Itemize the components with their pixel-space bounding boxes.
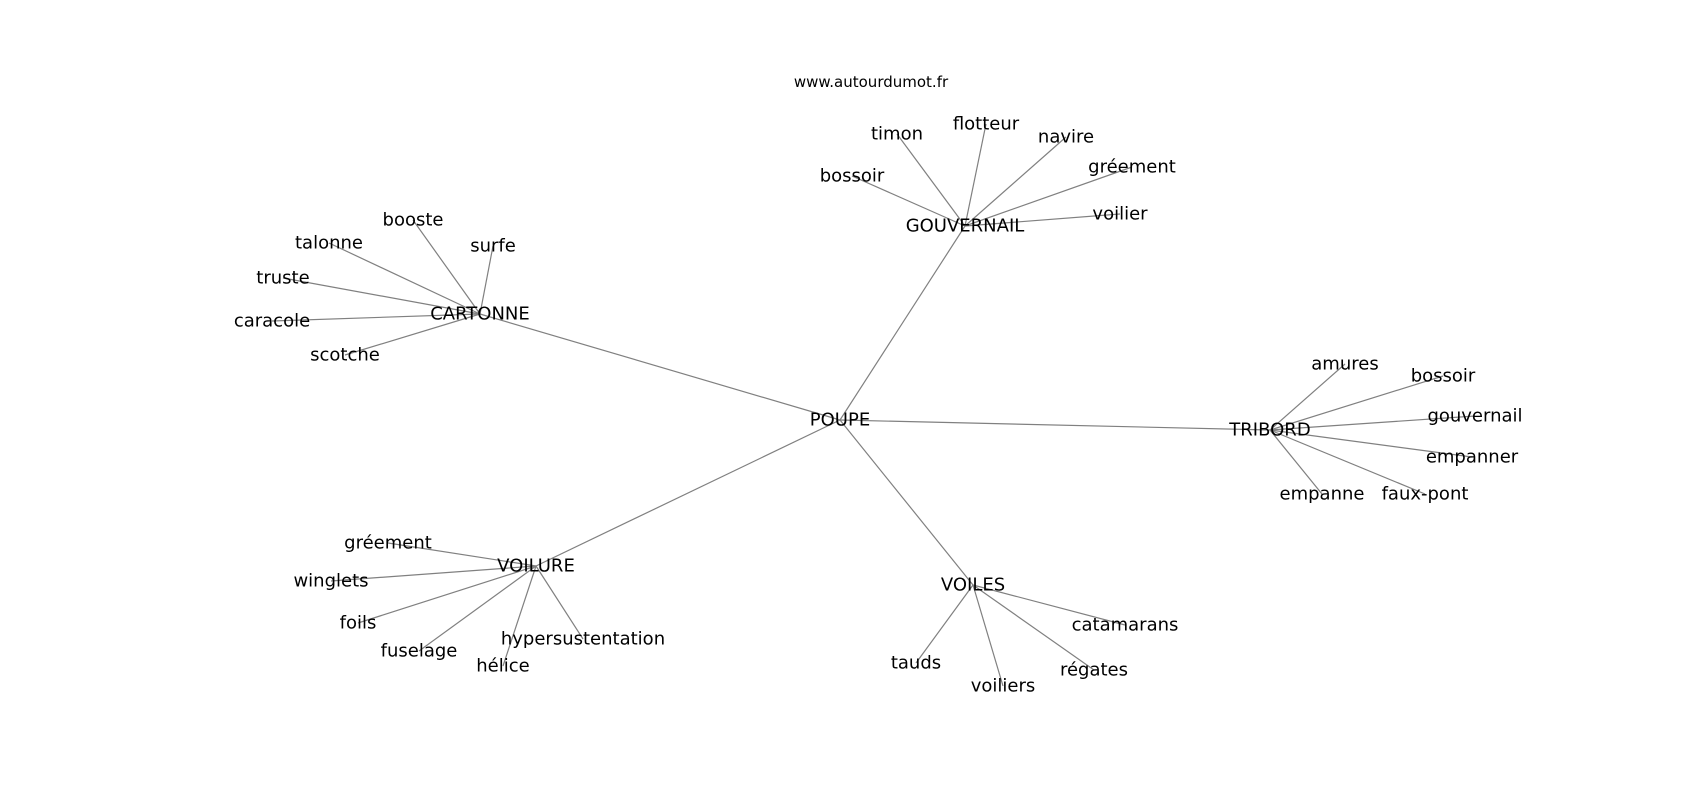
word-node: empanner [1426, 447, 1519, 468]
site-url: www.autourdumot.fr [794, 73, 949, 91]
edge-root-to-group [839, 419, 1271, 431]
graph-labels: www.autourdumot.fr POUPE CARTONNE booste su… [234, 73, 1523, 697]
edge-group-to-word [387, 542, 537, 567]
edge-group-to-word [972, 584, 1095, 671]
edge-group-to-word [271, 313, 481, 322]
edge-group-to-word [412, 219, 481, 315]
word-node: gréement [344, 533, 432, 554]
edge-group-to-word [1269, 429, 1473, 458]
word-node: navire [1038, 127, 1094, 148]
word-node: régates [1060, 660, 1128, 681]
word-node: foils [340, 613, 377, 634]
word-node: fuselage [381, 641, 458, 662]
edge-root-to-group [839, 419, 974, 586]
word-node: tauds [891, 653, 941, 674]
edge-group-to-word [535, 565, 584, 640]
word-node: talonne [295, 233, 363, 254]
edge-group-to-word [328, 242, 481, 315]
edge-root-to-group [535, 419, 841, 567]
word-node: truste [256, 268, 309, 289]
group-node: CARTONNE [430, 304, 530, 325]
word-node: winglets [293, 571, 368, 592]
word-node: voiliers [971, 676, 1036, 697]
word-node: scotche [310, 345, 380, 366]
word-node: bossoir [820, 166, 885, 187]
word-node: bossoir [1411, 366, 1476, 387]
word-node: gréement [1088, 157, 1176, 178]
word-node: amures [1311, 354, 1378, 375]
word-node: empanne [1280, 484, 1365, 505]
edge-group-to-word [357, 565, 537, 624]
edge-group-to-word [1269, 429, 1426, 495]
edge-group-to-word [1269, 375, 1444, 431]
edge-group-to-word [1269, 429, 1323, 495]
edge-group-to-word [915, 584, 974, 664]
edge-group-to-word [1269, 415, 1476, 431]
edge-group-to-word [282, 277, 481, 315]
word-node: caracole [234, 311, 310, 332]
edge-group-to-word [896, 133, 966, 227]
edge-root-to-group [479, 313, 841, 421]
group-node: VOILURE [497, 556, 575, 577]
edge-group-to-word [964, 123, 987, 227]
word-node: faux-pont [1382, 484, 1469, 505]
group-node: TRIBORD [1228, 420, 1310, 441]
word-node: timon [871, 124, 923, 145]
edge-group-to-word [418, 565, 537, 652]
word-node: voilier [1092, 204, 1148, 225]
edge-root-to-group [839, 225, 966, 421]
edge-group-to-word [964, 213, 1121, 227]
edge-group-to-word [972, 584, 1126, 626]
edge-group-to-word [1269, 363, 1346, 431]
group-node: VOILES [941, 575, 1005, 596]
word-node: booste [383, 210, 444, 231]
group-node: GOUVERNAIL [906, 216, 1025, 237]
edge-group-to-word [502, 565, 537, 667]
word-node: hypersustentation [501, 629, 665, 650]
edge-group-to-word [964, 166, 1133, 227]
graph-edges [271, 123, 1476, 687]
word-node: flotteur [953, 114, 1020, 135]
edge-group-to-word [330, 565, 537, 582]
word-node: surfe [470, 236, 516, 257]
word-node: catamarans [1072, 615, 1179, 636]
edge-group-to-word [344, 313, 481, 356]
edge-group-to-word [851, 175, 966, 227]
word-node: hélice [476, 656, 529, 677]
edge-group-to-word [964, 136, 1067, 227]
edge-group-to-word [479, 245, 494, 315]
edge-group-to-word [972, 584, 1004, 687]
root-node: POUPE [810, 410, 870, 431]
word-node: gouvernail [1427, 406, 1522, 427]
